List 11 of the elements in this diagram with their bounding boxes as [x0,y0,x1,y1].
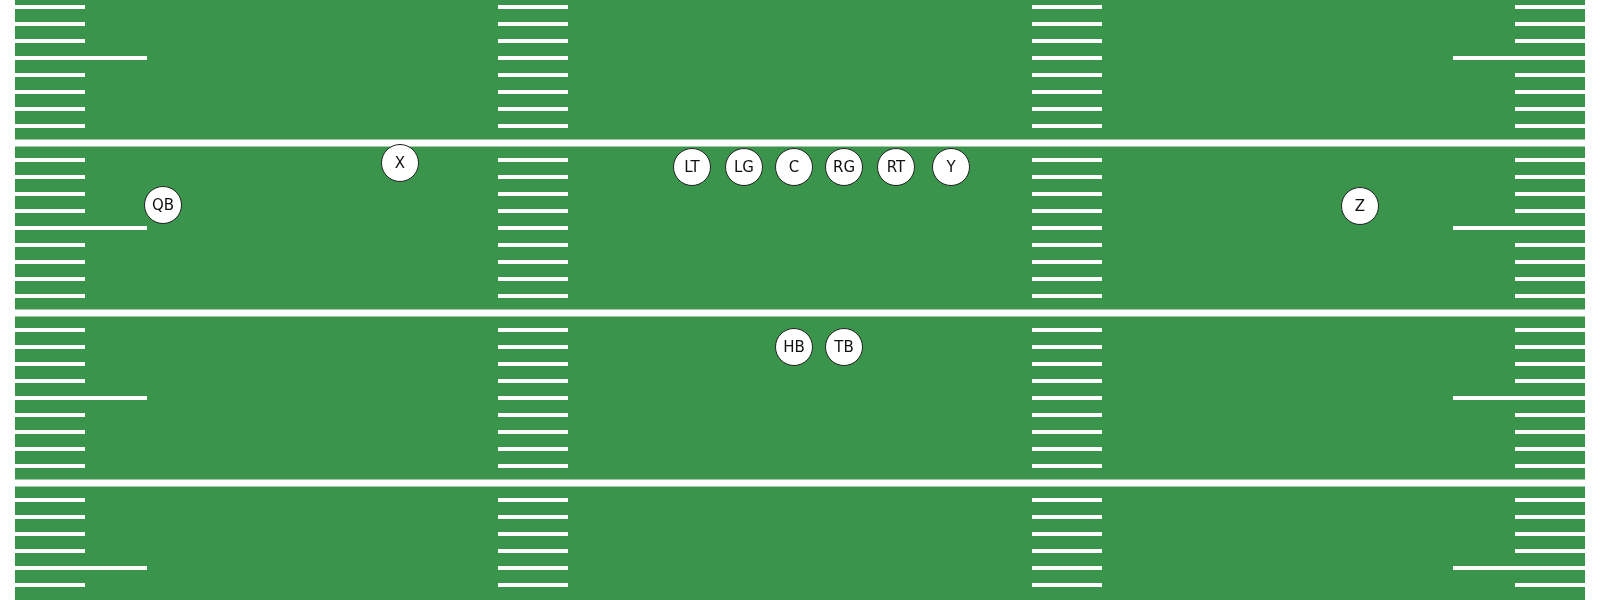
player-label: X [394,154,406,172]
player-label: TB [834,338,854,356]
player-label: RG [832,158,855,176]
player-label: Z [1354,197,1366,215]
player-label: LG [734,158,754,176]
player-label: C [788,158,800,176]
player-label: QB [151,196,175,214]
player-label: RT [886,158,906,176]
player-label: Y [946,158,956,176]
player-label: HB [783,338,805,356]
player-label: LT [684,158,700,176]
